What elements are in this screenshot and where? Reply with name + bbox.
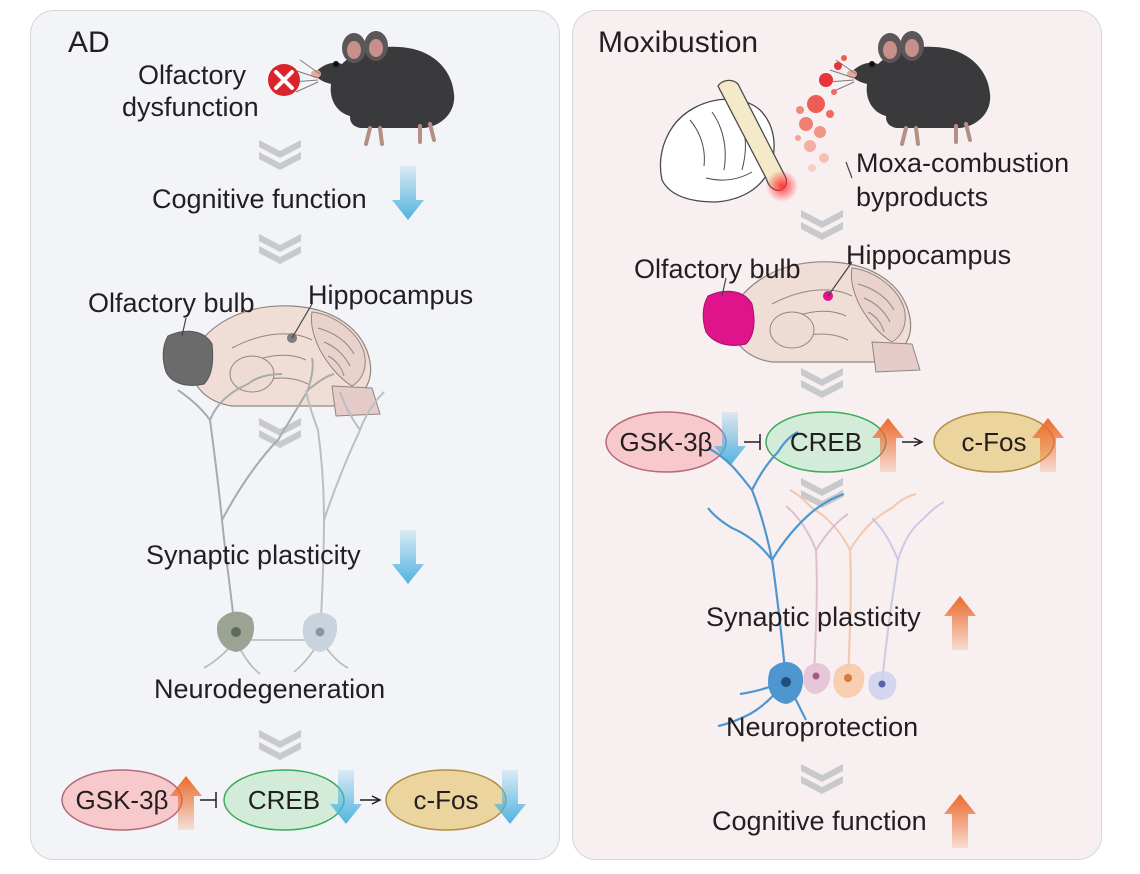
cross-icon [268,64,300,96]
up-arrow-icon [944,596,976,650]
moxa-synaptic-plasticity-label: Synaptic plasticity [706,602,921,632]
moxa-cfos-label: c-Fos [961,427,1027,457]
down-arrow-icon [392,530,424,584]
neurodegeneration-label: Neurodegeneration [154,674,386,704]
chevron-down-icon [259,140,301,170]
down-arrow-icon [392,166,424,220]
neuron-icon [707,431,945,728]
moxa-olfactory-bulb-label: Olfactory bulb [634,254,801,284]
brain-icon [702,261,921,373]
moxa-creb-label: CREB [789,427,863,457]
ad-creb-label: CREB [247,785,321,815]
activate-arrow [360,795,382,805]
ad-hippocampus-label: Hippocampus [308,280,474,310]
chevron-down-icon [259,730,301,760]
byproducts-line1: Moxa-combustion [856,148,1070,178]
activate-arrow [902,437,924,447]
chevron-down-icon [801,210,843,240]
moxa-gsk-label: GSK-3β [619,427,713,457]
byproducts-line2: byproducts [856,182,989,212]
hand-moxa-icon [659,79,798,203]
ad-cfos-label: c-Fos [413,785,479,815]
inhibit-arrow [744,434,761,450]
chevron-down-icon [259,234,301,264]
mouse-icon [826,29,993,146]
ad-olfactory-bulb-label: Olfactory bulb [88,288,255,318]
neuroprotection-label: Neuroprotection [726,712,919,742]
ad-cognitive-function-label: Cognitive function [152,184,367,214]
chevron-down-icon [801,764,843,794]
ad-panel-title: AD [68,26,110,59]
mouse-icon [290,29,457,146]
moxa-hippocampus-label: Hippocampus [846,240,1012,270]
moxa-cognitive-function-label: Cognitive function [712,806,927,836]
ad-gsk-label: GSK-3β [75,785,169,815]
chevron-down-icon [801,368,843,398]
dysfunction-label: dysfunction [122,92,259,122]
ad-synaptic-plasticity-label: Synaptic plasticity [146,540,361,570]
brain-icon [162,303,381,417]
olfactory-label: Olfactory [138,60,247,90]
chevron-down-icon [259,418,301,448]
up-arrow-icon [944,794,976,848]
smoke-particles-icon [795,55,853,179]
moxibustion-panel-title: Moxibustion [598,26,759,59]
inhibit-arrow [200,792,217,808]
